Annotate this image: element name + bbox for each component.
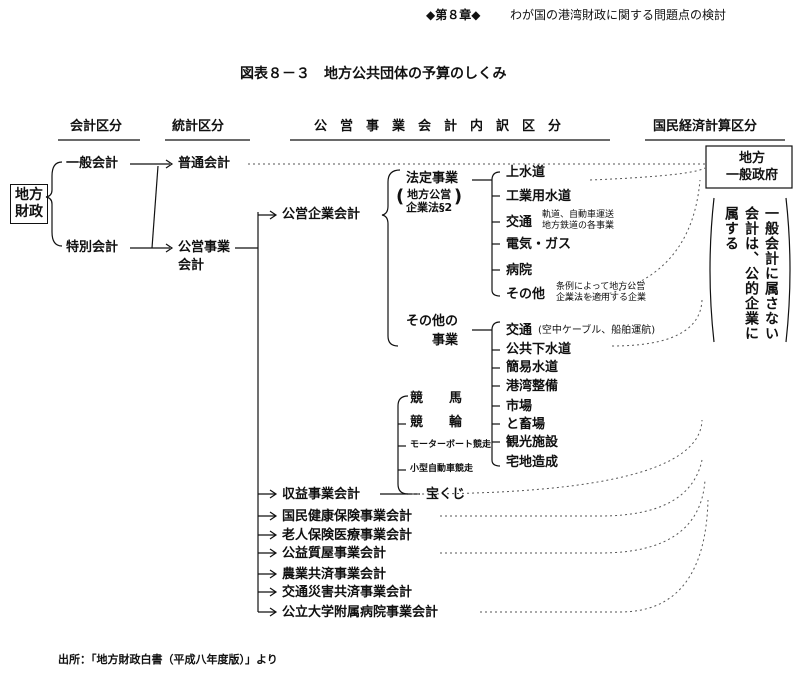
local-general-government: 地方 一般政府 <box>726 150 778 184</box>
lottery: 宝くじ <box>426 487 466 502</box>
vertical-text-b: 会計は、公的企業に <box>743 206 759 341</box>
transport-note-line2: 地方鉄道の各事業 <box>542 221 615 231</box>
water-supply: 上水道 <box>506 165 546 180</box>
column-header-accounting: 会計区分 <box>70 119 123 134</box>
electricity-gas: 電気・ガス <box>506 237 572 252</box>
others-note-line2: 企業法を適用する企業 <box>556 293 647 303</box>
general-account: 一般会計 <box>66 156 119 171</box>
public-enterprise-account-line2: 会計 <box>178 258 205 273</box>
transport-note-line1: 軌道、自動車運送 <box>542 210 615 220</box>
boat-racing: モーターボート競走 <box>410 440 492 450</box>
traffic-disaster-mutual-aid-account: 交通災害共済事業会計 <box>282 585 413 600</box>
horse-racing: 競 馬 <box>410 391 463 406</box>
auto-racing: 小型自動車競走 <box>410 464 474 474</box>
right-box-line1: 地方 <box>739 151 766 166</box>
vertical-text-a: 一般会計に属さない <box>763 206 779 341</box>
root-label-1: 地方 <box>15 187 43 203</box>
market: 市場 <box>506 399 533 414</box>
legal-note-line1: 地方公営 <box>407 188 452 201</box>
public-corporation-account: 公営企業会計 <box>282 207 361 222</box>
ordinary-account: 普通会計 <box>178 156 231 171</box>
simple-water: 簡易水道 <box>506 360 559 375</box>
tourism-facilities: 観光施設 <box>506 435 559 450</box>
national-health-insurance-account: 国民健康保険事業会計 <box>282 509 413 524</box>
public-enterprise-account-line1: 公営事業 <box>178 240 231 255</box>
chapter-title: わが国の港湾財政に関する問題点の検討 <box>510 8 727 22</box>
agricultural-mutual-aid-account: 農業共済事業会計 <box>282 567 387 582</box>
other-business-line2: 事業 <box>432 333 459 348</box>
transport-note: 軌道、自動車運送 地方鉄道の各事業 <box>542 210 614 232</box>
public-pawnshop-account: 公益質屋事業会計 <box>282 546 387 561</box>
transport-other-note: (空中ケーブル、船舶運航) <box>538 325 656 336</box>
elderly-medical-account: 老人保険医療事業会計 <box>282 528 413 543</box>
others-note-line1: 条例によって地方公営 <box>556 282 646 292</box>
legal-note-line2: 企業法§2 <box>406 201 453 214</box>
income-account: 収益事業会計 <box>282 487 361 502</box>
other-business: その他の 事業 <box>406 312 458 350</box>
legal-business: 法定事業 <box>406 171 459 186</box>
source-note: 出所：「地方財政白書（平成八年度版）」より <box>58 653 278 666</box>
root-label-2: 財政 <box>15 204 43 220</box>
column-header-breakdown: 公 営 事 業 会 計 内 訳 区 分 <box>314 119 562 134</box>
bicycle-racing: 競 輪 <box>410 415 463 430</box>
special-account: 特別会計 <box>66 240 119 255</box>
others: その他 <box>506 287 546 302</box>
vertical-text-c: 属する <box>723 206 739 251</box>
transport: 交通 <box>506 215 533 230</box>
land-development: 宅地造成 <box>506 455 559 470</box>
port-development: 港湾整備 <box>506 379 559 394</box>
industrial-water: 工業用水道 <box>506 189 572 204</box>
column-header-national-accounts: 国民経済計算区分 <box>653 119 758 134</box>
others-note: 条例によって地方公営 企業法を適用する企業 <box>556 282 646 304</box>
column-header-statistics: 統計区分 <box>172 119 225 134</box>
figure-title: 図表８－３ 地方公共団体の予算のしくみ <box>240 66 507 82</box>
transport-other: 交通 <box>506 323 533 338</box>
public-sewer: 公共下水道 <box>506 342 572 357</box>
legal-business-note: ( 地方公営 企業法§2 ) <box>396 186 463 215</box>
other-business-line1: その他の <box>406 314 459 329</box>
local-finance-box: 地方 財政 <box>10 184 48 224</box>
right-box-line2: 一般政府 <box>726 168 779 183</box>
chapter-label: ◆第８章◆ <box>426 8 481 22</box>
slaughterhouse: と畜場 <box>506 417 546 432</box>
public-university-hospital-account: 公立大学附属病院事業会計 <box>282 605 439 620</box>
hospital: 病院 <box>506 263 533 278</box>
